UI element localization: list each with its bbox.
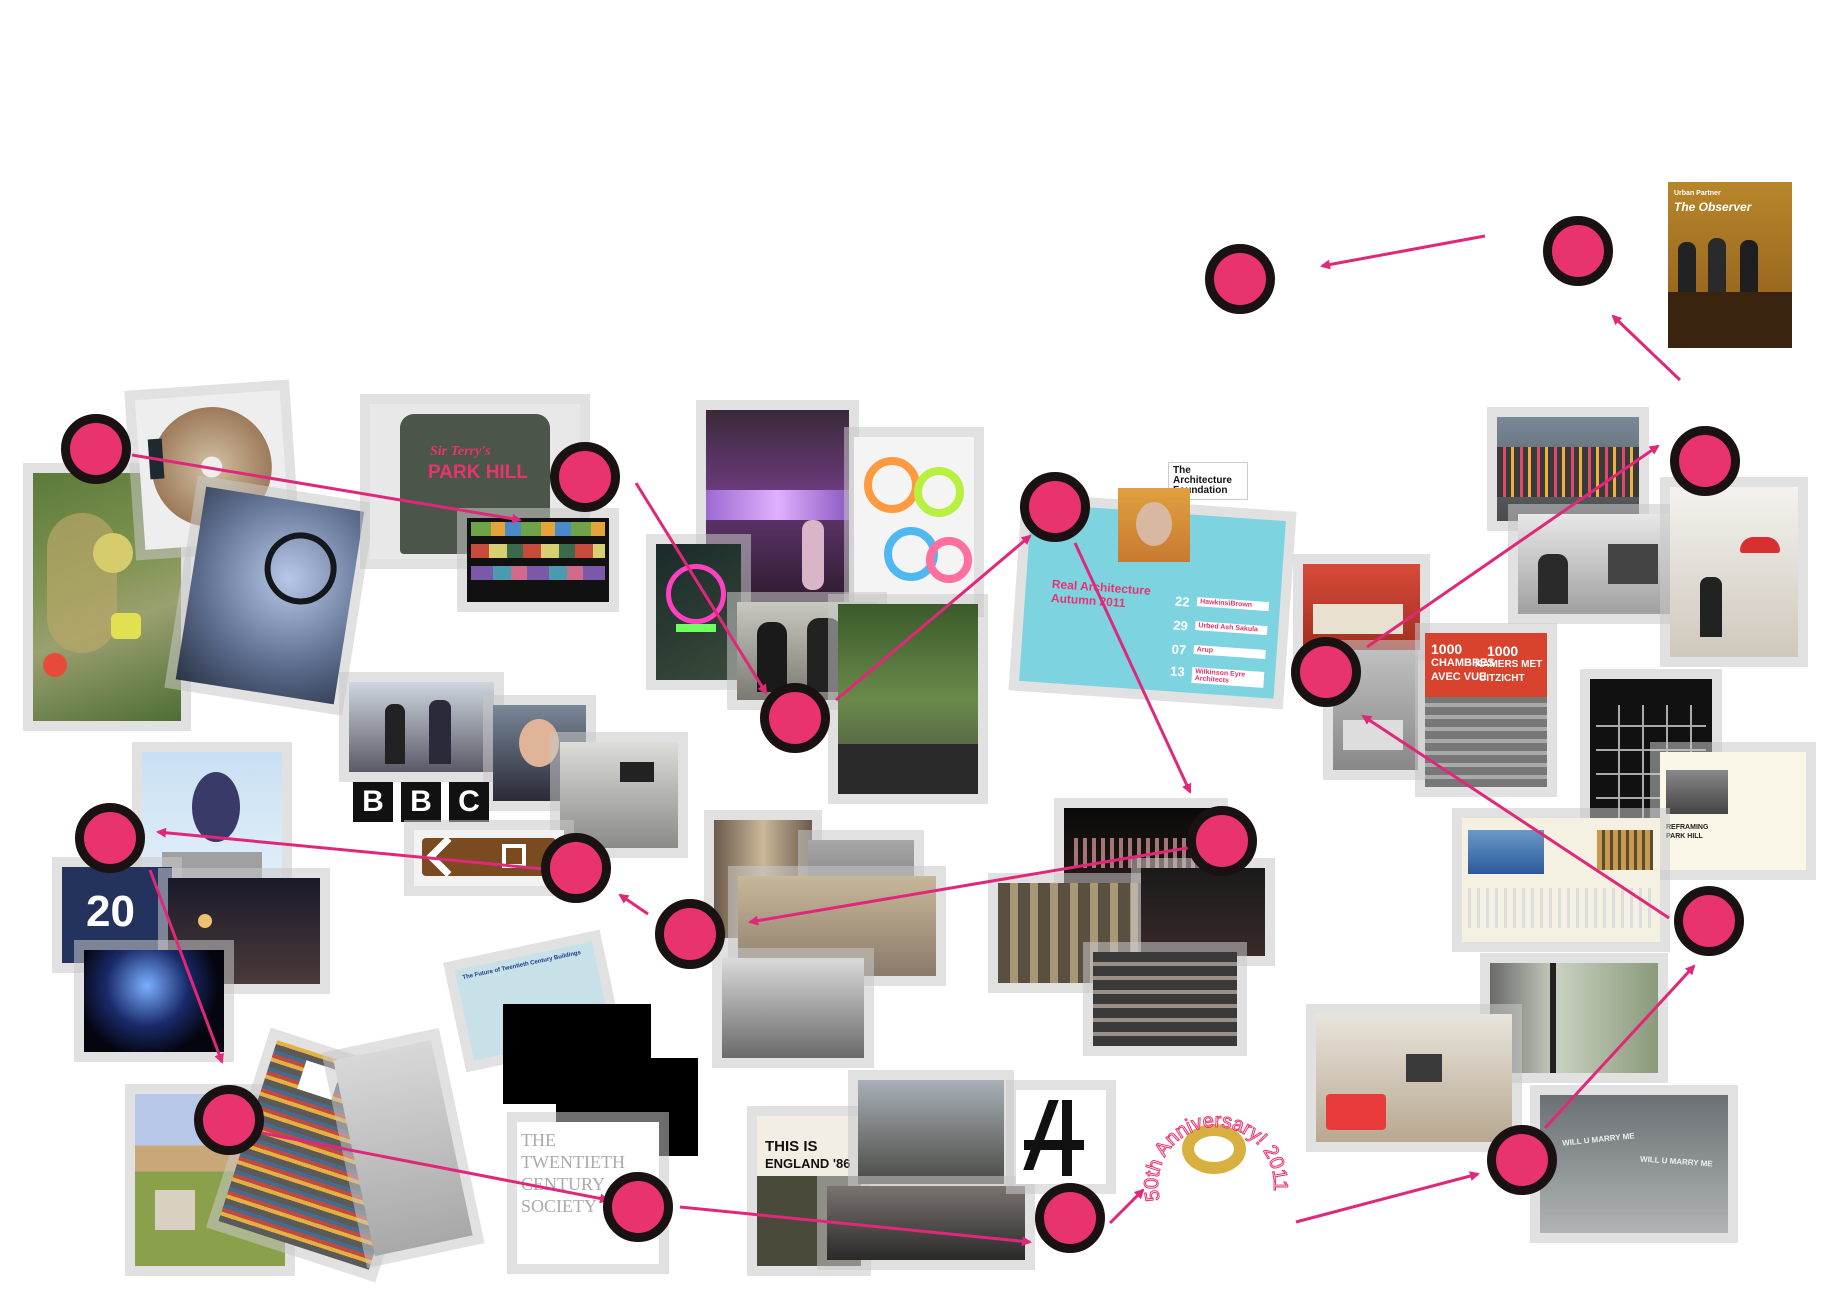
story-node-8[interactable] xyxy=(75,803,145,873)
story-node-2[interactable] xyxy=(550,442,620,512)
twentieth-text-3: CENTURY xyxy=(521,1174,606,1194)
exhibition-room-photo xyxy=(1303,564,1420,650)
arrow-8 xyxy=(148,869,224,1064)
arrow-14 xyxy=(1361,714,1670,920)
story-node-12[interactable] xyxy=(1487,1125,1557,1195)
pilotis-bw-photo xyxy=(722,958,864,1058)
bbc-letter-3: C xyxy=(449,782,489,822)
skinheads-group-photo xyxy=(858,1080,1004,1184)
dignitaries-walk-photo xyxy=(349,682,494,772)
kamers-text-6: UITZICHT xyxy=(1479,673,1525,684)
arch-foundation-line1: The xyxy=(1173,465,1191,476)
story-node-14[interactable] xyxy=(1291,637,1361,707)
neon-graffiti-photo xyxy=(656,544,741,680)
arrow-16 xyxy=(1611,314,1682,382)
story-node-10[interactable] xyxy=(603,1172,673,1242)
arrow-6 xyxy=(618,893,649,916)
story-node-3[interactable] xyxy=(760,683,830,753)
arrow-4 xyxy=(1073,542,1192,794)
arrow-5 xyxy=(748,843,1206,926)
kamers-met-uitzicht-photo: 1000 CHAMBRES AVEC VUE 1000 KAMERS MET U… xyxy=(1425,633,1547,787)
arrow-2 xyxy=(634,482,768,695)
tshirt-text-main: PARK HILL xyxy=(428,462,528,483)
neon-shapes-photo xyxy=(854,437,974,607)
kitchen-dining-photo xyxy=(1670,487,1798,657)
arrow-17 xyxy=(1320,234,1486,270)
story-node-1[interactable] xyxy=(61,414,131,484)
arrow-10 xyxy=(679,1205,1032,1247)
camera-crew-photo xyxy=(560,742,678,848)
story-node-11[interactable] xyxy=(1035,1183,1105,1253)
colourful-tower-photo xyxy=(1497,417,1639,521)
arrow-12 xyxy=(1295,1171,1480,1224)
kamers-text-2: CHAMBRES xyxy=(1431,657,1495,669)
kamers-text-3: AVEC VUE xyxy=(1431,671,1487,683)
arrow-3 xyxy=(835,534,1032,702)
twentieth-text-2: TWENTIETH xyxy=(521,1152,625,1172)
arrow-15 xyxy=(1366,444,1660,649)
wave-20-text: 20 xyxy=(86,887,135,936)
this-is-england-line2: ENGLAND '86 xyxy=(765,1156,851,1171)
arrow-11 xyxy=(1108,1188,1145,1225)
arch-foundation-line3: Foundation xyxy=(1173,485,1228,496)
anniversary-ring-graphic: 50th Anniversary! 2011 xyxy=(1142,1082,1292,1232)
reframing-park-hill-spread: REFRAMING PARK HILL xyxy=(1660,752,1806,870)
tshirt-text-top: Sir Terry's xyxy=(430,444,491,459)
reframing-text-1: REFRAMING xyxy=(1666,824,1709,831)
story-node-15[interactable] xyxy=(1670,426,1740,496)
observer-label-small: Urban Partner xyxy=(1674,190,1721,197)
arrow-7 xyxy=(156,827,576,874)
window-view-photo xyxy=(1490,963,1658,1073)
concrete-facade-photo xyxy=(1093,952,1237,1046)
twentieth-text-4: SOCIETY xyxy=(521,1196,597,1216)
bbc-letter-2: B xyxy=(401,782,441,822)
will-u-marry-me-bed-photo: WILL U MARRY ME WILL U MARRY ME xyxy=(1540,1095,1728,1233)
reframing-text-2: PARK HILL xyxy=(1666,833,1703,840)
bbc-logo: B B C xyxy=(353,782,495,824)
colour-image-strip xyxy=(467,518,609,602)
story-node-16[interactable] xyxy=(1543,216,1613,286)
kamers-text-4: 1000 xyxy=(1487,643,1519,659)
arch-foundation-line2: Architecture xyxy=(1173,475,1232,486)
kamers-text-5: KAMERS MET xyxy=(1475,659,1543,670)
this-is-england-line1: THIS IS xyxy=(765,1138,818,1155)
channel-4-logo xyxy=(1016,1090,1106,1184)
dark-corridor-photo xyxy=(1141,868,1265,956)
observer-label: The Observer xyxy=(1674,200,1752,214)
arrow-9 xyxy=(261,1131,610,1204)
story-node-13[interactable] xyxy=(1674,886,1744,956)
bbc-letter-1: B xyxy=(353,782,393,822)
story-node-7[interactable] xyxy=(541,833,611,903)
office-meeting-photo xyxy=(1518,514,1670,614)
portrait-architect-photo xyxy=(1118,488,1190,562)
architecture-book-spread xyxy=(1462,818,1660,942)
arrow-1 xyxy=(131,453,522,524)
twentieth-text-1: THE xyxy=(521,1130,556,1150)
garden-crowd-photo xyxy=(838,604,978,794)
red-chairs-interior-photo xyxy=(1316,1014,1512,1142)
arrow-13 xyxy=(1543,964,1696,1130)
observer-panel-photo: Urban Partner The Observer xyxy=(1668,182,1792,348)
story-node-5[interactable] xyxy=(1187,806,1257,876)
story-node-6[interactable] xyxy=(655,899,725,969)
story-node-17[interactable] xyxy=(1205,244,1275,314)
kamers-text-1: 1000 xyxy=(1431,641,1463,657)
story-node-9[interactable] xyxy=(194,1085,264,1155)
story-node-4[interactable] xyxy=(1020,472,1090,542)
tv-still-photo xyxy=(827,1186,1025,1260)
